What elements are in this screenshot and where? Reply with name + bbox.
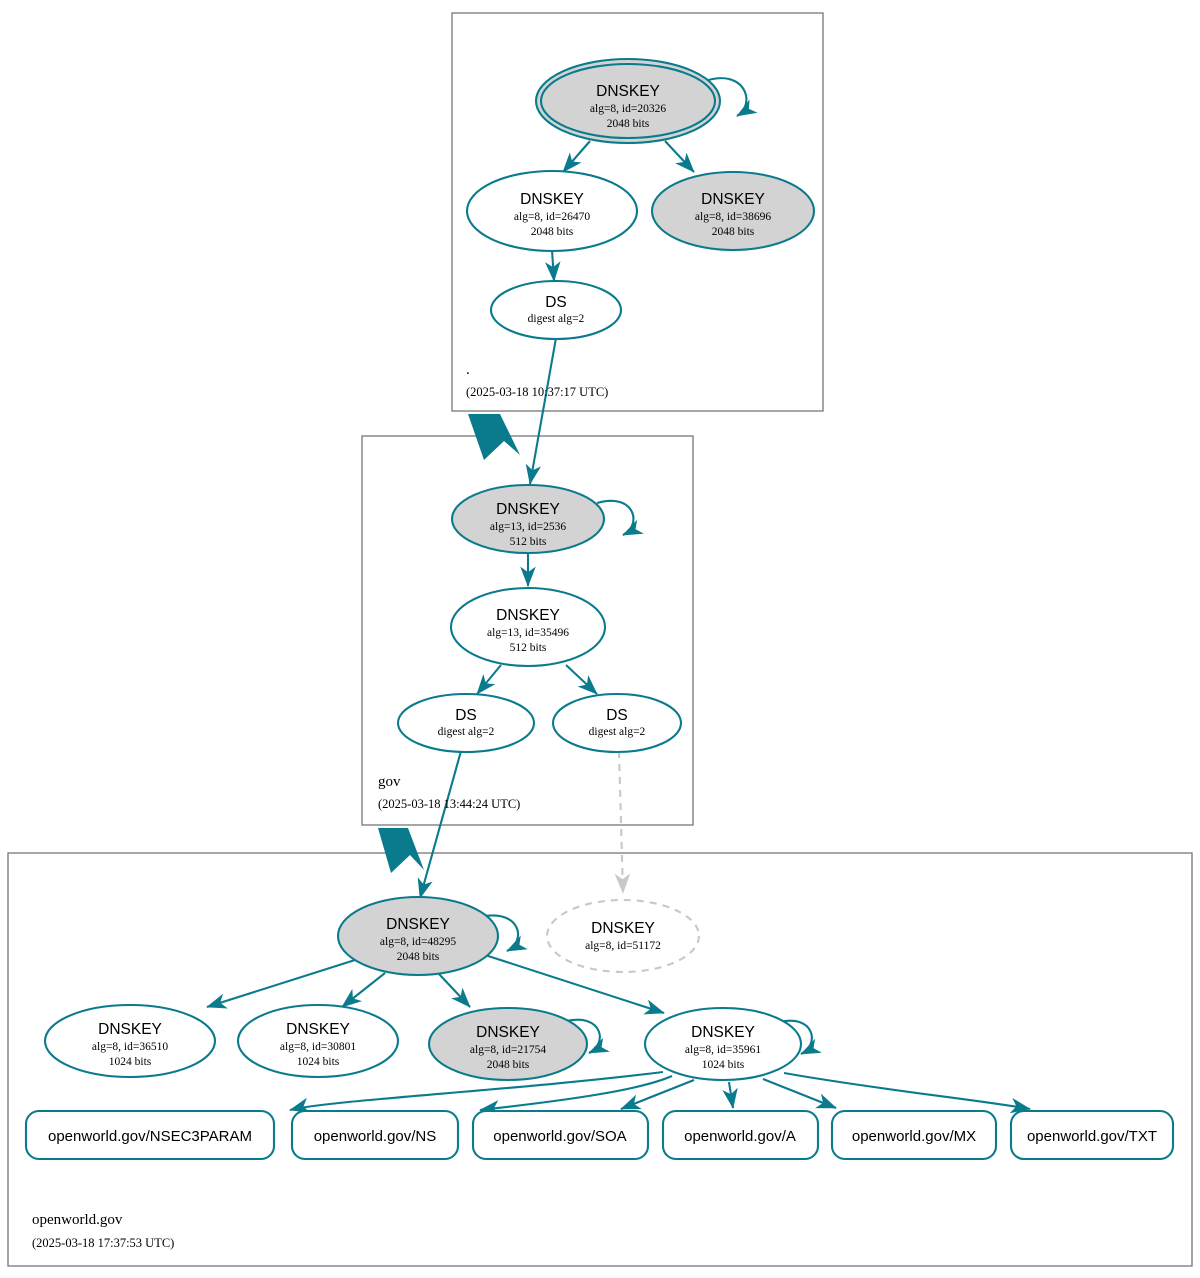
rrset-label: openworld.gov/NSEC3PARAM <box>48 1128 252 1145</box>
node-bits: 1024 bits <box>109 1056 152 1068</box>
zone-box-openworld <box>7 852 1193 1267</box>
edge-ow-ksk-to-30801 <box>341 972 386 1008</box>
delegation-arrow-gov-to-openworld <box>378 828 424 873</box>
node-params: alg=8, id=21754 <box>470 1044 546 1056</box>
node-title: DNSKEY <box>701 191 765 208</box>
node-ow-ksk-dnskey-48295[interactable]: DNSKEY alg=8, id=48295 2048 bits <box>336 895 500 977</box>
zone-timestamp-root: (2025-03-18 10:37:17 UTC) <box>466 385 608 399</box>
node-root-ksk-dnskey-20326[interactable]: DNSKEY alg=8, id=20326 2048 bits <box>534 57 722 145</box>
rrset-ns[interactable]: openworld.gov/NS <box>290 1109 460 1161</box>
node-title: DNSKEY <box>476 1024 540 1041</box>
zone-timestamp-gov: (2025-03-18 13:44:24 UTC) <box>378 797 520 811</box>
edge-ow-21754-self <box>565 1018 610 1054</box>
node-params: alg=13, id=2536 <box>490 521 566 533</box>
rrset-a[interactable]: openworld.gov/A <box>661 1109 820 1161</box>
node-title: DNSKEY <box>98 1021 162 1038</box>
node-params: alg=8, id=48295 <box>380 936 456 948</box>
rrset-label: openworld.gov/A <box>684 1128 796 1145</box>
node-title: DS <box>606 707 628 724</box>
node-ow-dnskey-36510[interactable]: DNSKEY alg=8, id=36510 1024 bits <box>43 1003 217 1079</box>
rrset-nsec3param[interactable]: openworld.gov/NSEC3PARAM <box>24 1109 276 1161</box>
node-gov-ds-left[interactable]: DS digest alg=2 <box>396 692 536 754</box>
rrset-label: openworld.gov/MX <box>852 1128 976 1145</box>
rrset-mx[interactable]: openworld.gov/MX <box>830 1109 998 1161</box>
node-params: alg=8, id=51172 <box>585 940 661 952</box>
edge-ow-35961-to-mx <box>762 1078 837 1109</box>
node-ow-dnskey-21754[interactable]: DNSKEY alg=8, id=21754 2048 bits <box>427 1006 589 1082</box>
edge-ow-35961-to-soa <box>620 1079 695 1110</box>
node-params: alg=8, id=20326 <box>590 103 666 115</box>
edge-ow-35961-to-nsec3param <box>289 1070 664 1113</box>
rrset-soa[interactable]: openworld.gov/SOA <box>471 1109 650 1161</box>
node-bits: 2048 bits <box>487 1059 530 1071</box>
node-ow-dnskey-51172-insecure[interactable]: DNSKEY alg=8, id=51172 <box>545 898 701 974</box>
rrset-label: openworld.gov/TXT <box>1027 1128 1157 1145</box>
node-title: DNSKEY <box>496 501 560 518</box>
node-params: alg=8, id=30801 <box>280 1041 356 1053</box>
edge-ow-35961-to-a <box>722 1081 738 1109</box>
rrset-label: openworld.gov/SOA <box>493 1128 626 1145</box>
node-title: DNSKEY <box>596 83 660 100</box>
edge-root-ksk-to-38696 <box>664 140 695 173</box>
node-root-dnskey-38696[interactable]: DNSKEY alg=8, id=38696 2048 bits <box>650 170 816 252</box>
node-title: DS <box>545 294 567 311</box>
node-params: alg=8, id=35961 <box>685 1044 761 1056</box>
node-ow-dnskey-35961[interactable]: DNSKEY alg=8, id=35961 1024 bits <box>643 1006 803 1082</box>
node-title: DNSKEY <box>691 1024 755 1041</box>
node-params: digest alg=2 <box>438 726 495 738</box>
edge-ow-35961-to-txt <box>783 1071 1031 1114</box>
zone-timestamp-openworld: (2025-03-18 17:37:53 UTC) <box>32 1236 174 1250</box>
zone-box-gov <box>361 435 694 826</box>
node-bits: 2048 bits <box>712 226 755 238</box>
node-ow-dnskey-30801[interactable]: DNSKEY alg=8, id=30801 1024 bits <box>236 1003 400 1079</box>
node-gov-ksk-dnskey-2536[interactable]: DNSKEY alg=13, id=2536 512 bits <box>450 483 606 555</box>
edge-gov-zsk-to-ds-right <box>565 664 598 695</box>
edge-gov-ds-left-to-ow-ksk <box>417 750 463 899</box>
node-params: alg=13, id=35496 <box>487 627 569 639</box>
delegation-arrow-root-to-gov <box>468 414 520 460</box>
edge-root-ksk-self <box>701 77 758 117</box>
node-bits: 2048 bits <box>607 118 650 130</box>
edge-ow-ksk-to-21754 <box>438 973 471 1008</box>
edge-gov-ksk-self <box>596 499 644 536</box>
node-params: alg=8, id=38696 <box>695 211 771 223</box>
zone-label-openworld: openworld.gov <box>32 1212 123 1228</box>
node-title: DNSKEY <box>386 916 450 933</box>
edge-ow-ksk-to-35961 <box>484 954 665 1015</box>
node-bits: 512 bits <box>510 642 547 654</box>
node-bits: 2048 bits <box>531 226 574 238</box>
edge-gov-zsk-to-ds-left <box>476 664 502 695</box>
node-gov-dnskey-35496[interactable]: DNSKEY alg=13, id=35496 512 bits <box>449 586 607 668</box>
edge-root-ksk-to-zsk <box>562 140 591 173</box>
node-params: alg=8, id=26470 <box>514 211 590 223</box>
zone-box-root <box>451 12 824 412</box>
node-title: DNSKEY <box>286 1021 350 1038</box>
node-bits: 2048 bits <box>397 951 440 963</box>
node-bits: 1024 bits <box>297 1056 340 1068</box>
node-root-ds-gov[interactable]: DS digest alg=2 <box>489 279 623 341</box>
rrset-txt[interactable]: openworld.gov/TXT <box>1009 1109 1175 1161</box>
node-params: alg=8, id=36510 <box>92 1041 168 1053</box>
rrset-label: openworld.gov/NS <box>314 1128 437 1145</box>
edge-ow-35961-self <box>778 1019 822 1055</box>
node-params: digest alg=2 <box>528 313 585 325</box>
edge-ow-35961-to-ns <box>479 1075 673 1116</box>
edge-ow-ksk-to-36510 <box>206 958 356 1009</box>
zone-label-root: . <box>466 362 470 378</box>
edge-gov-ds-right-to-ow-51172 <box>614 750 631 894</box>
zone-label-gov: gov <box>378 774 401 790</box>
edge-root-ds-to-gov-ksk <box>525 337 558 485</box>
node-params: digest alg=2 <box>589 726 646 738</box>
edge-root-zsk-to-ds <box>545 249 561 282</box>
edge-ow-ksk-self <box>478 914 528 952</box>
node-root-dnskey-26470[interactable]: DNSKEY alg=8, id=26470 2048 bits <box>465 169 639 253</box>
node-title: DNSKEY <box>520 191 584 208</box>
node-title: DNSKEY <box>591 920 655 937</box>
node-gov-ds-right[interactable]: DS digest alg=2 <box>551 692 683 754</box>
node-title: DS <box>455 707 477 724</box>
node-bits: 1024 bits <box>702 1059 745 1071</box>
node-bits: 512 bits <box>510 536 547 548</box>
node-title: DNSKEY <box>496 607 560 624</box>
